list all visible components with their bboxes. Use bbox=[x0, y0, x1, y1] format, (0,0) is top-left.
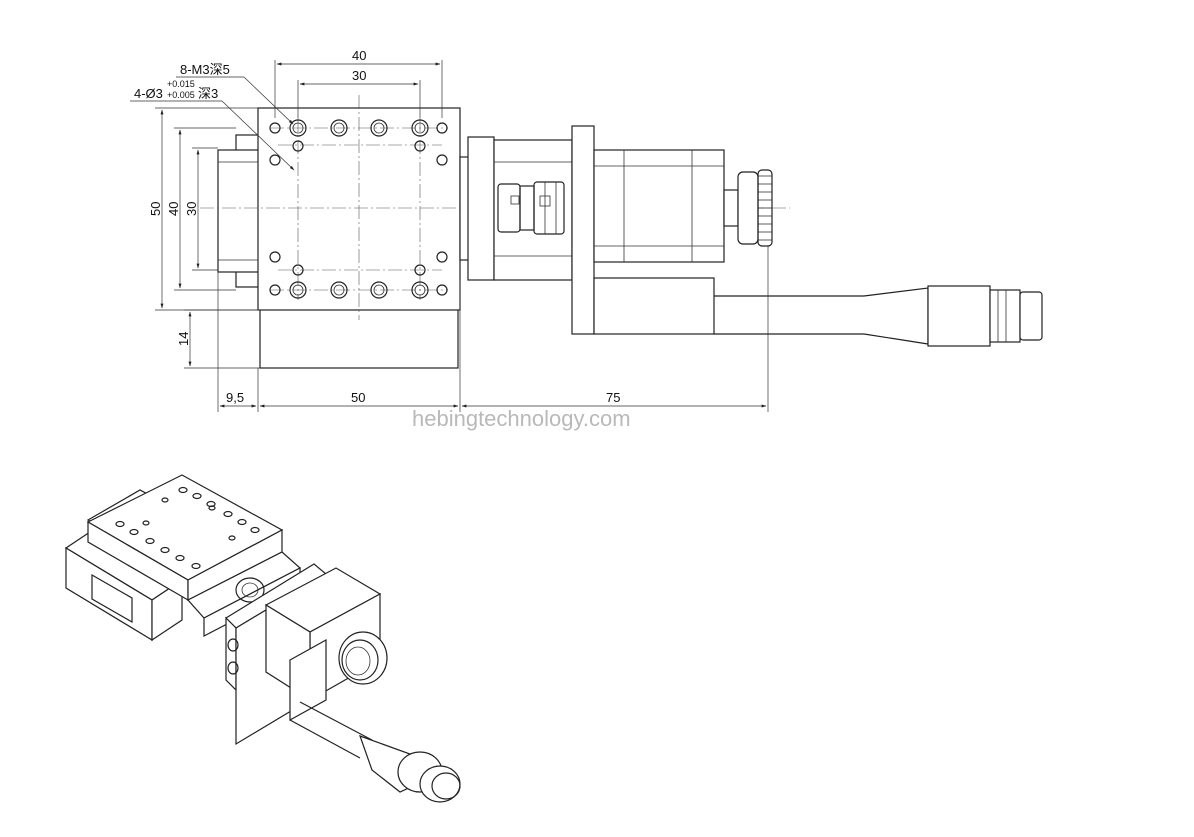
small-holes bbox=[269, 122, 448, 296]
coupling bbox=[497, 181, 565, 235]
dim-top-outer: 40 bbox=[352, 48, 366, 63]
dim-left-lower: 14 bbox=[176, 332, 191, 346]
rear-shaft bbox=[723, 189, 739, 227]
dim-top-inner: 30 bbox=[352, 68, 366, 83]
bearing-flange bbox=[467, 136, 495, 281]
callout-pin-holes: 4-Ø3 bbox=[134, 86, 163, 101]
hand-knob bbox=[737, 171, 759, 245]
callout-threaded-holes: 8-M3深5 bbox=[180, 62, 230, 77]
motor-body bbox=[593, 149, 725, 263]
coupling-housing bbox=[493, 139, 573, 281]
callout-pin-depth: 深3 bbox=[198, 86, 218, 101]
isometric-view bbox=[64, 474, 461, 803]
dim-left-outer: 50 bbox=[148, 202, 163, 216]
dim-bottom-right: 75 bbox=[606, 390, 620, 405]
callout-pin-tol-lower: +0.005 bbox=[167, 90, 195, 100]
motor-flange bbox=[571, 125, 595, 335]
watermark: hebingtechnology.com bbox=[412, 406, 631, 431]
iso-table-holes bbox=[115, 486, 260, 570]
dim-bottom-left: 9,5 bbox=[226, 390, 244, 405]
dim-left-inner: 30 bbox=[184, 202, 199, 216]
dim-left-mid: 40 bbox=[166, 202, 181, 216]
motor-bracket bbox=[593, 277, 715, 335]
knob-knurling bbox=[757, 169, 773, 247]
threaded-holes bbox=[289, 119, 429, 299]
top-view: 40 30 50 40 30 14 9,5 bbox=[130, 48, 1043, 412]
dim-bottom-mid: 50 bbox=[351, 390, 365, 405]
cable bbox=[714, 285, 1043, 347]
callout-pin-tol-upper: +0.015 bbox=[167, 79, 195, 89]
left-end-block bbox=[217, 149, 261, 273]
